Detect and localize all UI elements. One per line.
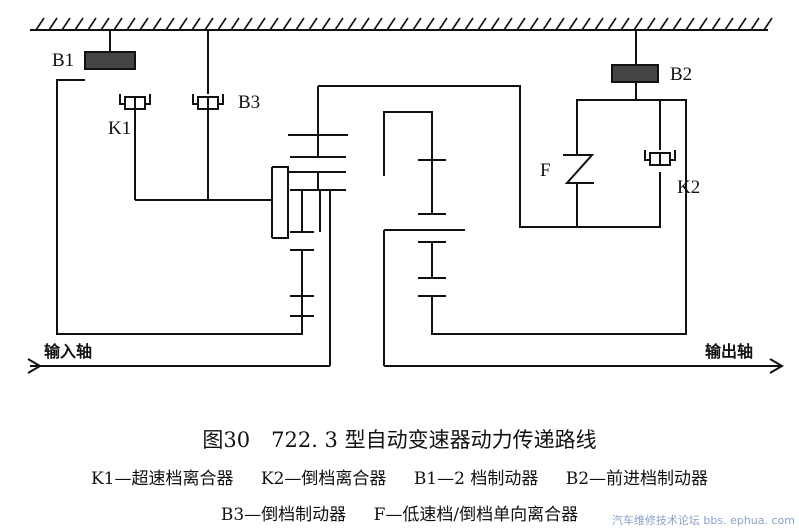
label-b1: B1 (52, 50, 74, 71)
hatch-mark (126, 17, 136, 31)
b3-clutch-symbol (192, 94, 224, 110)
hatch-mark (503, 17, 513, 31)
upper-output-link (318, 85, 661, 228)
hatch-mark (568, 17, 578, 31)
hatch-mark (698, 17, 708, 31)
hatch-mark (217, 17, 227, 31)
hatch-mark (685, 17, 695, 31)
hatch-mark (139, 17, 149, 31)
hatch-mark (399, 17, 409, 31)
hatch-mark (646, 17, 656, 31)
hatch-mark (347, 17, 357, 31)
label-b3: B3 (238, 92, 260, 113)
label-b2: B2 (670, 64, 692, 85)
hatch-mark (61, 17, 71, 31)
hatch-mark (35, 17, 45, 31)
hatch-mark (308, 17, 318, 31)
hatch-mark (490, 17, 500, 31)
hatch-mark (516, 17, 526, 31)
hatch-mark (464, 17, 474, 31)
housing-hatching (35, 17, 773, 31)
b1-connection (56, 79, 303, 335)
watermark: 汽车维修技术论坛 bbs. ephua. com (611, 514, 795, 527)
hatch-mark (477, 17, 487, 31)
hatch-mark (386, 17, 396, 31)
hatch-mark (711, 17, 721, 31)
hatch-mark (360, 17, 370, 31)
hatch-mark (87, 17, 97, 31)
hatch-mark (633, 17, 643, 31)
f-one-way-clutch (563, 154, 595, 184)
hatch-mark (334, 17, 344, 31)
hatch-mark (724, 17, 734, 31)
carrier-frame (272, 166, 289, 239)
label-k1: K1 (108, 118, 131, 139)
hatch-mark (620, 17, 630, 31)
hatch-mark (542, 17, 552, 31)
hatch-mark (113, 17, 123, 31)
hatch-mark (295, 17, 305, 31)
hatch-mark (659, 17, 669, 31)
hatch-mark (438, 17, 448, 31)
legend-b3: B3—倒档制动器 (220, 505, 347, 525)
hatch-mark (750, 17, 760, 31)
b2-brake-block (611, 64, 659, 83)
hatch-mark (529, 17, 539, 31)
hatch-mark (425, 17, 435, 31)
label-input-shaft: 输入轴 (44, 342, 92, 361)
hatch-mark (412, 17, 422, 31)
k1-clutch-symbol (119, 94, 151, 110)
hatch-mark (321, 17, 331, 31)
legend-b2: B2—前进档制动器 (565, 469, 709, 489)
input-shaft-arrow (27, 358, 42, 374)
hatch-mark (451, 17, 461, 31)
hatch-mark (607, 17, 617, 31)
hatch-mark (737, 17, 747, 31)
hatch-mark (256, 17, 266, 31)
hatch-mark (594, 17, 604, 31)
label-output-shaft: 输出轴 (705, 342, 753, 361)
gear-g-link (431, 99, 687, 335)
figure-caption: 图30 722. 3 型自动变速器动力传递路线 (202, 428, 597, 452)
legend-k1: K1—超速档离合器 (90, 469, 234, 489)
hatch-mark (243, 17, 253, 31)
hatch-mark (191, 17, 201, 31)
legend-f: F—低速档/倒档单向离合器 (373, 505, 579, 525)
hatch-mark (100, 17, 110, 31)
hatch-mark (581, 17, 591, 31)
label-f: F (540, 160, 551, 181)
legend-line-1: K1—超速档离合器 K2—倒档离合器 B1—2 档制动器 B2—前进档制动器 (0, 464, 799, 489)
b1-brake-block (84, 51, 136, 70)
legend-line-2: B3—倒档制动器 F—低速档/倒档单向离合器 (0, 500, 799, 525)
output-shaft-arrow (769, 358, 784, 374)
hatch-mark (48, 17, 58, 31)
hatch-mark (282, 17, 292, 31)
hatch-mark (74, 17, 84, 31)
hatch-mark (373, 17, 383, 31)
hatch-mark (230, 17, 240, 31)
hatch-mark (555, 17, 565, 31)
power-flow-diagram: B1 B3 K1 B2 F K2 输入轴 输出轴 (27, 17, 784, 374)
hatch-mark (178, 17, 188, 31)
k2-clutch-symbol (644, 150, 676, 166)
hatch-mark (763, 17, 773, 31)
label-k2: K2 (677, 177, 700, 198)
legend-b1: B1—2 档制动器 (413, 469, 539, 489)
hatch-mark (152, 17, 162, 31)
hatch-mark (204, 17, 214, 31)
right-carrier-top (383, 111, 433, 160)
legend-k2: K2—倒档离合器 (260, 469, 387, 489)
hatch-mark (269, 17, 279, 31)
hatch-mark (672, 17, 682, 31)
hatch-mark (165, 17, 175, 31)
